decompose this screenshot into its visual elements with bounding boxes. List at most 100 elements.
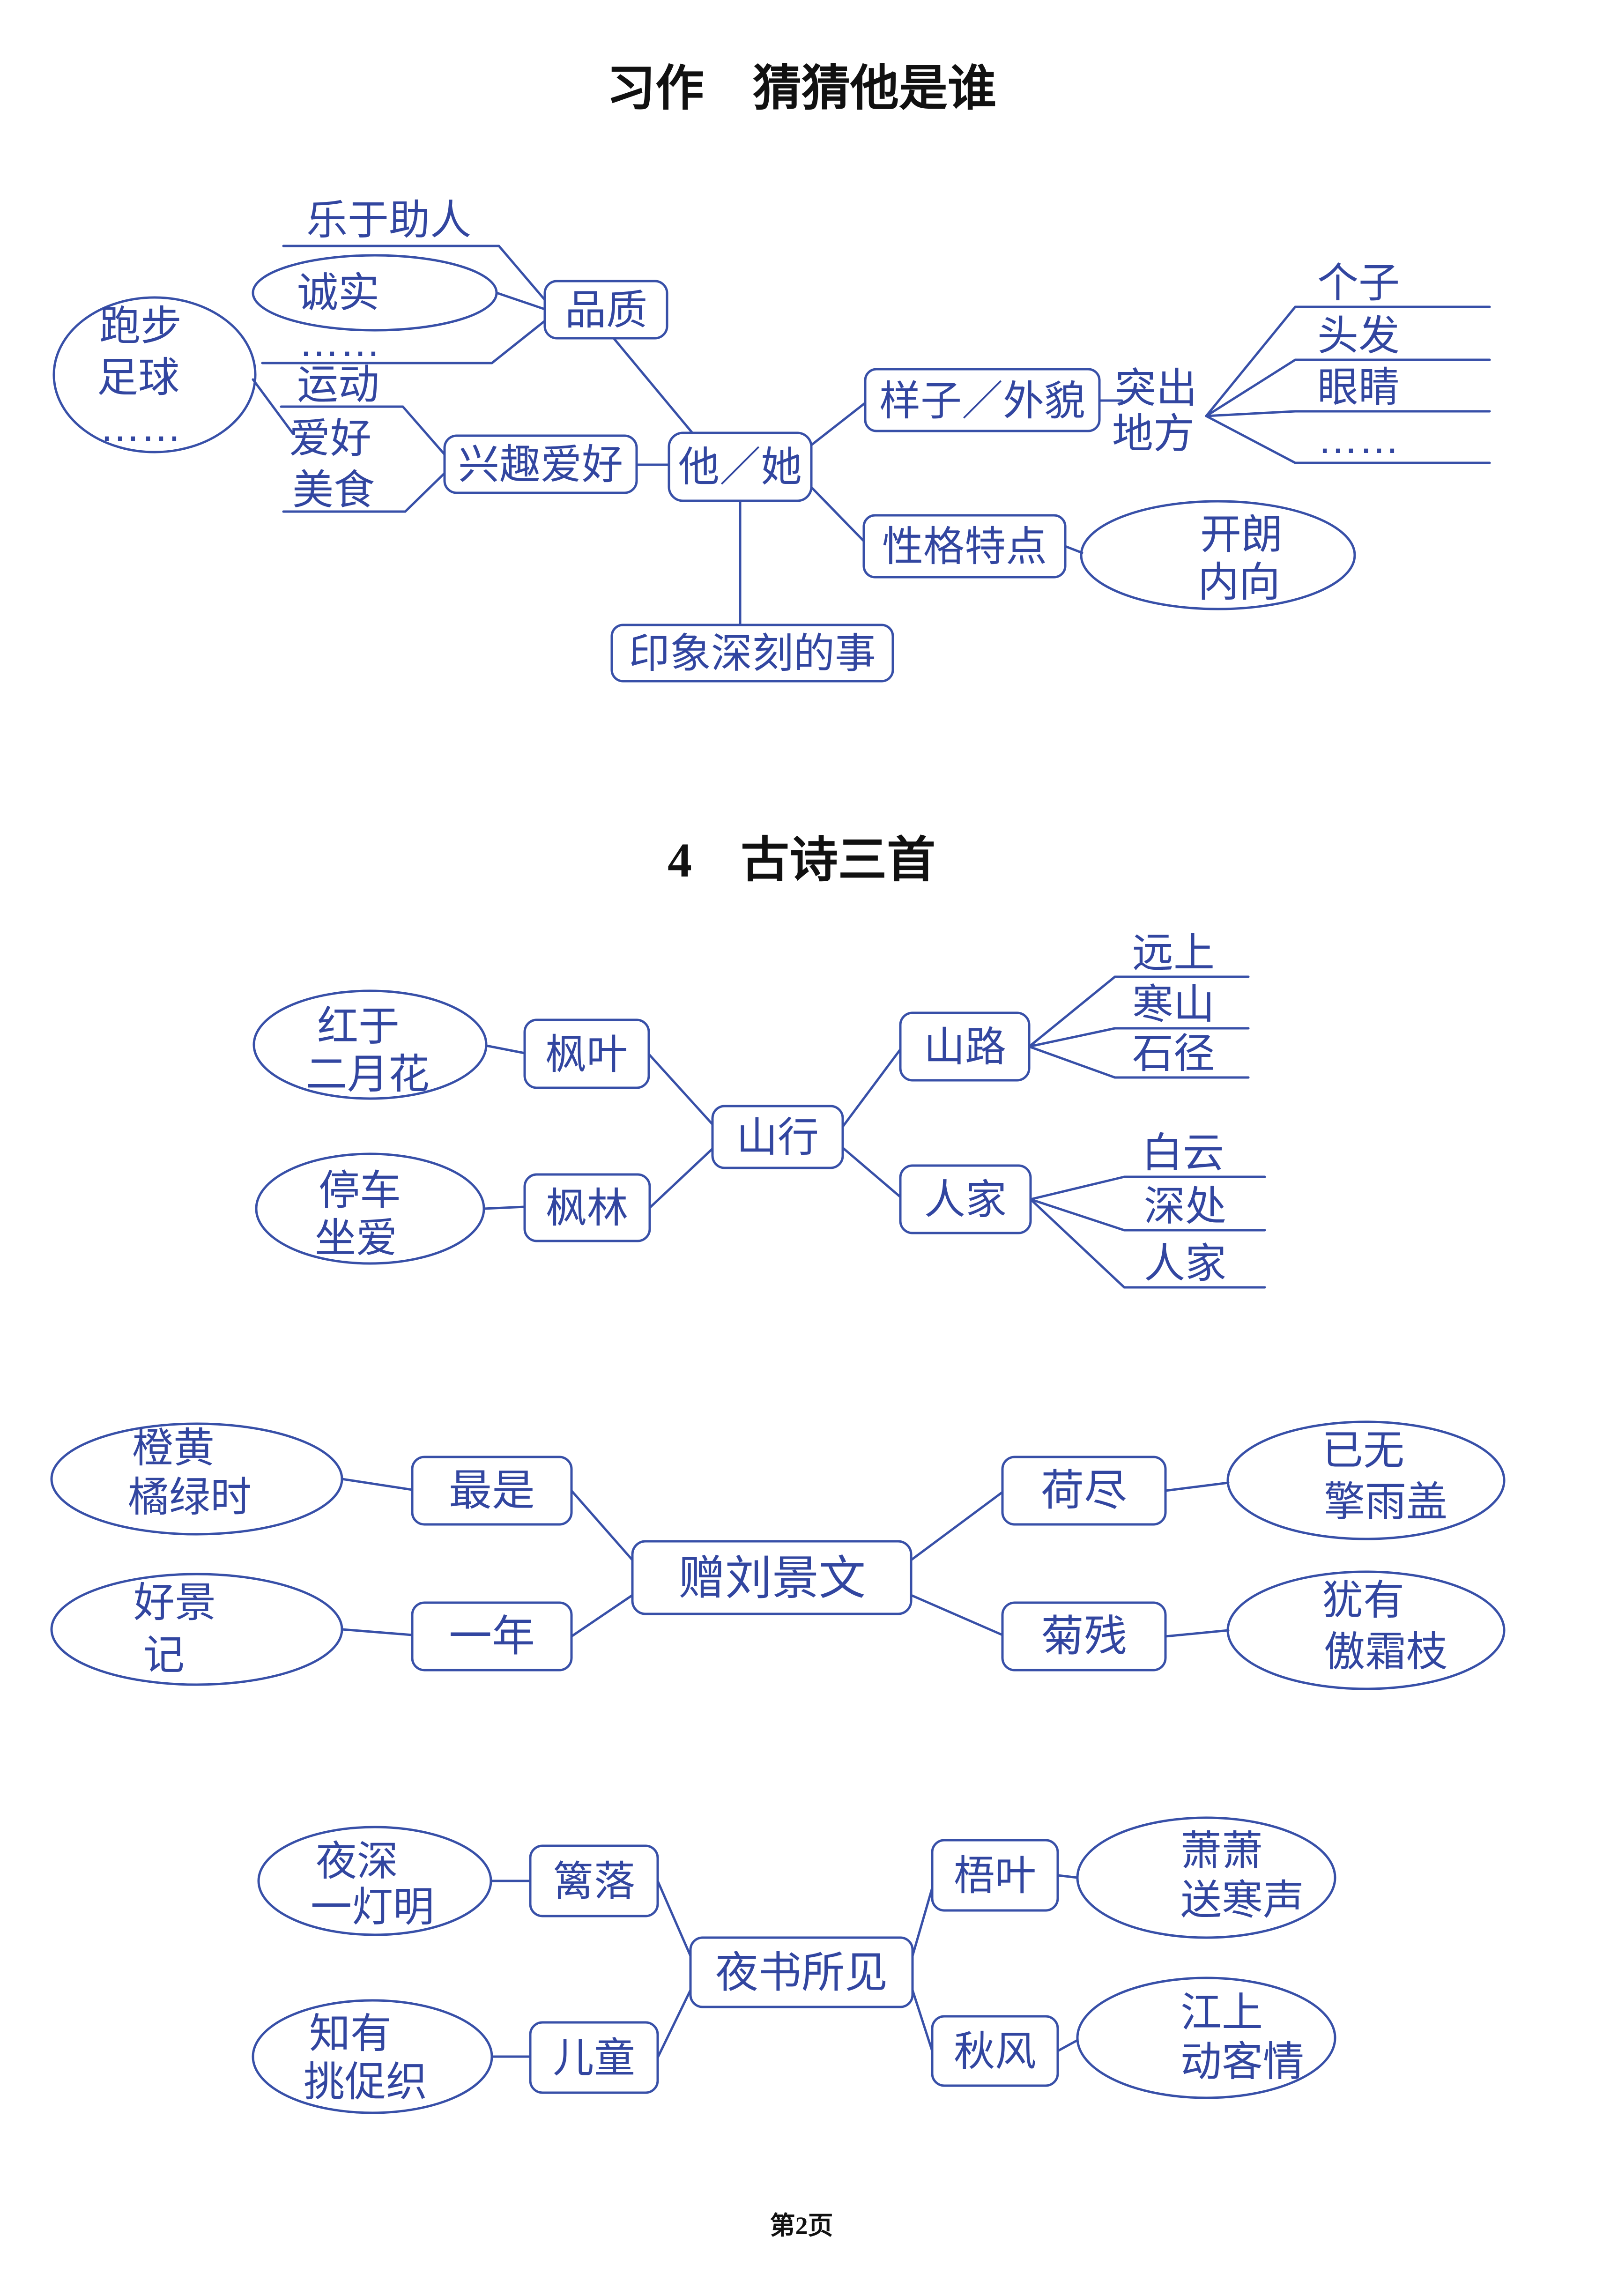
qiufeng-detail-1: 江上 <box>1180 1989 1263 2036</box>
maple-leaf-detail-1: 红于 <box>317 1003 400 1049</box>
connector-line <box>612 337 694 434</box>
connector-line <box>1164 1481 1230 1492</box>
node-zengliujingwen-center <box>631 1540 913 1615</box>
connector-line <box>401 405 446 456</box>
connector-line <box>1205 415 1297 464</box>
liluo-detail-2: 一灯明 <box>311 1884 434 1930</box>
node-memorable-event <box>610 624 894 683</box>
quality-leaf-label-1: 乐于助人 <box>306 197 471 243</box>
appearance-item-label-1: 个子 <box>1317 260 1400 306</box>
connector-line <box>1056 1874 1079 1879</box>
connector-line <box>1205 358 1297 417</box>
wuye-detail-2: 送寒声 <box>1180 1877 1304 1923</box>
connector-line <box>482 1205 526 1210</box>
node-shanxing-center-label: 山行 <box>736 1114 819 1160</box>
connector-line <box>647 1053 714 1126</box>
node-quality <box>543 280 668 340</box>
liluo-detail-1: 夜深 <box>316 1838 398 1884</box>
appearance-item-label-4: …… <box>1317 416 1400 462</box>
mindmap-shanxing: 红于 二月花 枫叶 停车 坐爱 枫林 山行 山路 人家 远上 寒山 石径 <box>252 929 1266 1289</box>
node-households-label: 人家 <box>924 1176 1007 1223</box>
connector-line <box>810 486 865 542</box>
node-qiufeng-label: 秋风 <box>954 2028 1036 2074</box>
node-appearance-label: 样子／外貌 <box>879 378 1085 424</box>
connector-line <box>1029 1175 1126 1201</box>
hobby-leaf-ellipse <box>52 296 257 453</box>
zuishi-detail-1: 橙黄 <box>132 1425 215 1471</box>
connector-line <box>495 291 546 311</box>
mountain-path-detail-2: 寒山 <box>1132 981 1215 1027</box>
node-memorable-event-label: 印象深刻的事 <box>629 630 876 676</box>
section-title: 4 古诗三首 <box>668 833 935 887</box>
connector-line <box>841 1146 902 1198</box>
wuye-detail-1: 萧萧 <box>1180 1828 1263 1874</box>
node-zuishi-label: 最是 <box>449 1467 535 1515</box>
connector-line <box>648 1147 714 1209</box>
node-yeshusuojian-center <box>689 1936 914 2008</box>
personality-leaf-label-1: 开朗 <box>1200 511 1283 557</box>
maple-leaf-detail-2: 二月花 <box>306 1051 430 1097</box>
node-maple-forest-label: 枫林 <box>546 1185 628 1231</box>
connector-line <box>341 1478 414 1491</box>
connector-line <box>570 1594 634 1638</box>
connector-line <box>1028 1027 1116 1048</box>
appearance-item-label-3: 眼睛 <box>1317 364 1400 410</box>
households-detail-1: 白云 <box>1142 1129 1224 1176</box>
node-maple-leaf-label: 枫叶 <box>545 1031 628 1077</box>
hobby-item-label-1: 运动 <box>297 361 379 408</box>
wuye-leaf-ellipse <box>1076 1816 1336 1939</box>
connector-line <box>341 1628 414 1636</box>
node-jucan-label: 菊残 <box>1041 1612 1127 1660</box>
node-hejin-label: 荷尽 <box>1041 1467 1127 1515</box>
hejin-leaf-ellipse <box>1226 1420 1506 1540</box>
connector-line <box>1029 1198 1126 1289</box>
connector-line <box>656 1880 692 1957</box>
jucan-leaf-ellipse <box>1226 1570 1506 1690</box>
highlight-label-1: 突出 <box>1115 365 1197 411</box>
jucan-detail-2: 傲霜枝 <box>1324 1628 1447 1675</box>
page-number: 第2页 <box>770 2212 833 2240</box>
mountain-path-detail-1: 远上 <box>1132 929 1215 976</box>
hobby-leaf-label-3: …… <box>99 403 182 450</box>
households-detail-3: 人家 <box>1144 1240 1226 1286</box>
node-liluo-label: 篱落 <box>553 1858 635 1904</box>
connector-line <box>1205 410 1297 417</box>
mountain-path-detail-3: 石径 <box>1132 1030 1215 1077</box>
connector-line <box>656 1989 692 2059</box>
hobby-leaf-label-1: 跑步 <box>99 303 182 349</box>
node-personality-label: 性格特点 <box>882 523 1047 570</box>
node-zengliujingwen-center-label: 赠刘景文 <box>678 1552 866 1605</box>
ertong-detail-1: 知有 <box>309 2010 392 2057</box>
connector-line <box>497 245 546 301</box>
mindmap-writing: 乐于助人 诚实 …… 品质 跑步 足球 …… 运动 爱好 美食 兴趣爱好 他／她 <box>52 197 1491 683</box>
quality-leaf-label-2: 诚实 <box>297 269 379 316</box>
appearance-item-label-2: 头发 <box>1317 312 1400 359</box>
connector-line <box>1056 2039 1079 2052</box>
qiufeng-leaf-ellipse <box>1076 1976 1336 2099</box>
yinian-detail-2: 记 <box>143 1632 185 1678</box>
node-shanxing-center <box>711 1105 844 1169</box>
connector-line <box>570 1489 634 1561</box>
connector-line <box>490 320 546 364</box>
hobby-leaf-label-2: 足球 <box>97 354 179 401</box>
hejin-detail-1: 已无 <box>1322 1427 1404 1473</box>
highlight-label-2: 地方 <box>1112 410 1195 457</box>
node-mountain-path-label: 山路 <box>924 1024 1006 1070</box>
connector-line <box>841 1048 902 1128</box>
node-wuye-label: 梧叶 <box>954 1852 1036 1899</box>
connector-line <box>1205 305 1297 417</box>
mindmap-yeshusuojian: 夜深 一灯明 篱落 知有 挑促织 儿童 夜书所见 梧叶 萧萧 送寒声 秋风 江上… <box>252 1816 1336 2114</box>
qiufeng-detail-2: 动客情 <box>1180 2038 1304 2085</box>
hejin-detail-2: 擎雨盖 <box>1324 1479 1447 1525</box>
connector-line <box>810 401 867 446</box>
connector-line <box>1029 1198 1126 1232</box>
connector-line <box>485 1044 526 1055</box>
mindmap-zengliujingwen: 橙黄 橘绿时 最是 好景 记 一年 赠刘景文 荷尽 已无 擎雨盖 菊残 犹有 傲… <box>50 1420 1506 1690</box>
maple-forest-detail-2: 坐爱 <box>315 1215 397 1261</box>
connector-line <box>1028 975 1116 1048</box>
maple-forest-detail-1: 停车 <box>319 1167 401 1213</box>
node-he-she-label: 他／她 <box>678 444 802 490</box>
connector-line <box>911 1887 934 1957</box>
